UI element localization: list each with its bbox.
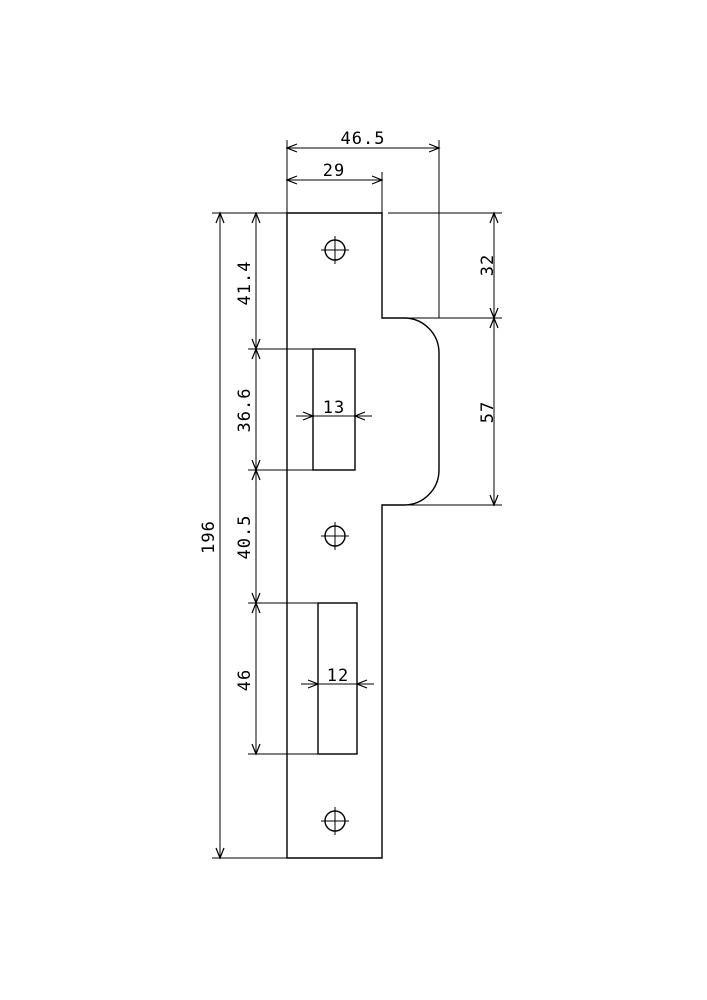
dim-total-height-label: 196 [199,520,219,554]
dim-plate-width: 29 [285,161,384,185]
screw-hole-bottom [321,807,349,835]
dim-latch-slot-height-label: 46 [235,669,255,691]
dim-lip-height: 57 [478,316,499,507]
strike-slot [312,348,356,471]
latch-slot [317,602,358,755]
dim-total-height: 196 [199,211,225,860]
dim-strike-slot-width-label: 13 [323,398,345,418]
dim-overall-width: 46.5 [285,129,441,153]
screw-hole-top [321,236,349,264]
dim-strike-slot-width: 13 [296,398,372,421]
dim-latch-slot-width-label: 12 [327,666,349,686]
dim-latch-slot-width: 12 [301,666,374,689]
dim-between-slots-label: 40.5 [235,515,255,560]
screw-hole-middle [321,522,349,550]
dim-plate-width-label: 29 [323,161,345,181]
dim-top-to-strike: 41.4 [235,211,261,351]
dim-strike-slot-height-label: 36.6 [235,388,255,433]
dim-top-to-strike-label: 41.4 [235,261,255,306]
dim-between-slots: 40.5 [235,468,261,605]
dim-lip-offset-top-label: 32 [478,254,498,276]
dim-latch-slot-height: 46 [235,601,261,756]
dim-lip-offset-top: 32 [478,211,499,320]
dim-strike-slot-height: 36.6 [235,347,261,472]
dim-overall-width-label: 46.5 [341,129,386,149]
plate-outline [286,212,440,859]
dim-lip-height-label: 57 [478,401,498,423]
